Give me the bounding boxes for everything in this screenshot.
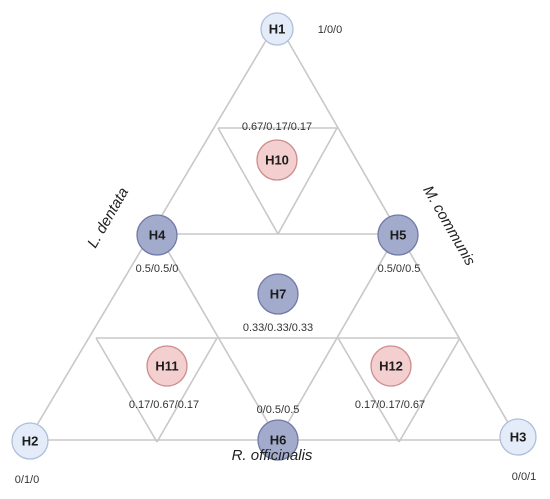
node-circle-h11: [146, 345, 188, 387]
node-label-h12: H12: [379, 359, 403, 374]
node-label-h6: H6: [270, 433, 287, 448]
node-circle-h7: [257, 273, 299, 315]
ratio-label-h3: 0/0/1: [512, 471, 536, 483]
node-h12: H12: [370, 345, 412, 387]
node-label-h3: H3: [510, 430, 527, 445]
h12-right-line: [398, 337, 461, 443]
node-h3: H3: [499, 418, 537, 456]
ratio-label-h1: 1/0/0: [318, 24, 342, 36]
node-label-h10: H10: [265, 153, 289, 168]
ratio-label-h7: 0.33/0.33/0.33: [243, 322, 313, 334]
ratio-label-h11: 0.17/0.67/0.17: [129, 399, 199, 411]
ratio-label-h2: 0/1/0: [15, 474, 39, 486]
node-h2: H2: [11, 422, 49, 460]
node-h11: H11: [146, 345, 188, 387]
node-label-h1: H1: [269, 22, 286, 37]
ratio-label-h12: 0.17/0.17/0.67: [355, 399, 425, 411]
node-label-h5: H5: [390, 228, 407, 243]
node-circle-h12: [370, 345, 412, 387]
node-h7: H7: [257, 273, 299, 315]
bottom-side-label: R. officinalis: [232, 447, 313, 464]
node-label-h7: H7: [270, 287, 287, 302]
medial-right-line: [277, 233, 398, 441]
node-h5: H5: [377, 214, 419, 256]
right-side-label: M. communis: [419, 183, 479, 269]
node-h4: H4: [136, 214, 178, 256]
ratio-label-h4: 0.5/0.5/0: [136, 263, 179, 275]
node-circle-h6: [257, 419, 299, 461]
ratio-label-h5: 0.5/0/0.5: [378, 263, 421, 275]
node-circle-h10: [256, 139, 298, 181]
ratio-label-h6: 0/0.5/0.5: [257, 404, 300, 416]
ratio-label-layer: 1/0/0 0/1/0 0/0/1 0.5/0.5/0 0.5/0/0.5 0/0.5/0…: [15, 24, 536, 486]
node-circle-h1: [260, 12, 294, 46]
node-circle-h3: [499, 418, 537, 456]
h11-left-line: [95, 337, 158, 443]
ratio-label-h10: 0.67/0.17/0.17: [242, 121, 312, 133]
h11-right-line: [156, 337, 218, 443]
h10-right-line: [277, 127, 338, 235]
left-side-label: L. dentata: [84, 185, 132, 251]
node-label-h2: H2: [22, 434, 39, 449]
h10-left-line: [217, 127, 279, 235]
node-circle-h2: [11, 422, 49, 460]
node-label-h4: H4: [149, 228, 166, 243]
node-circle-h5: [377, 214, 419, 256]
node-circle-h4: [136, 214, 178, 256]
node-h10: H10: [256, 139, 298, 181]
node-label-h11: H11: [155, 359, 178, 374]
medial-left-line: [157, 233, 279, 441]
node-h1: H1: [260, 12, 294, 46]
node-h6: H6: [257, 419, 299, 461]
h12-left-line: [337, 337, 400, 443]
triangle-grid: [27, 21, 519, 443]
